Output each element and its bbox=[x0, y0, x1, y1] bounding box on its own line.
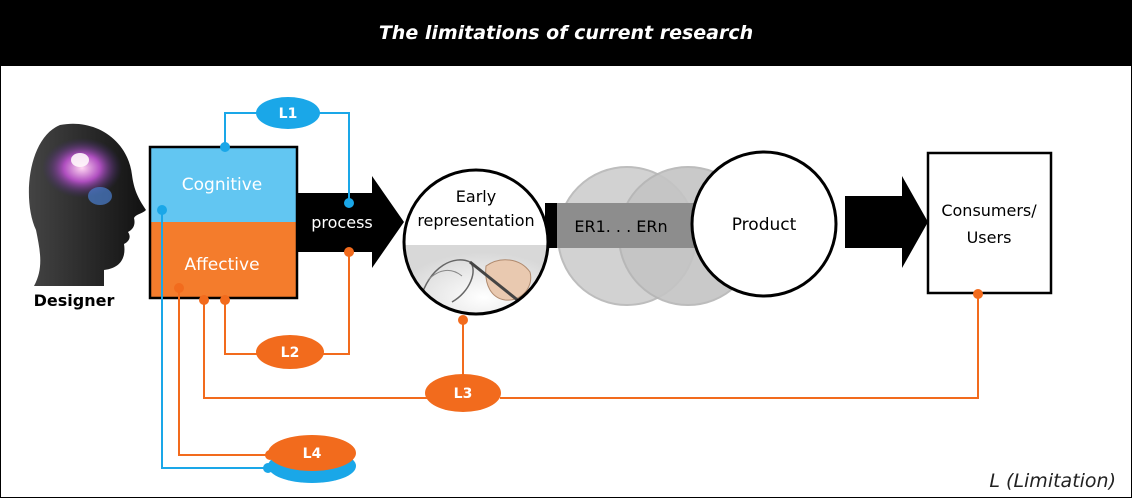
hand-sketching-image bbox=[404, 245, 548, 314]
affective-box bbox=[150, 222, 297, 298]
l1-badge bbox=[256, 97, 320, 129]
l2-badge bbox=[256, 335, 324, 369]
diagram-title: The limitations of current research bbox=[378, 22, 754, 44]
l2-connector bbox=[220, 247, 354, 355]
designer-head-icon bbox=[28, 123, 147, 286]
l1-connector bbox=[220, 112, 354, 208]
designer-label: Designer bbox=[34, 291, 115, 310]
consumers-line1: Consumers/ bbox=[941, 201, 1037, 220]
cognitive-label: Cognitive bbox=[182, 175, 262, 195]
legend-note: L (Limitation) bbox=[989, 470, 1116, 492]
consumers-box bbox=[926, 151, 1053, 295]
l3-label: L3 bbox=[454, 386, 473, 402]
early-representation-border bbox=[402, 168, 550, 316]
process-label: process bbox=[311, 213, 372, 232]
l3-badge bbox=[425, 374, 501, 412]
l1-label: L1 bbox=[279, 106, 298, 122]
cognitive-box bbox=[150, 147, 297, 222]
l2-label: L2 bbox=[281, 345, 300, 361]
l4-connector bbox=[157, 205, 275, 473]
consumers-line2: Users bbox=[967, 228, 1012, 247]
l4-label: L4 bbox=[303, 446, 322, 462]
er-label: ER1. . . ERn bbox=[574, 217, 667, 236]
process-arrow bbox=[297, 176, 404, 268]
er-band bbox=[557, 203, 707, 248]
title-bar: The limitations of current research bbox=[0, 0, 1132, 66]
l3-connector bbox=[199, 289, 983, 399]
product-label: Product bbox=[732, 215, 797, 235]
product-circle bbox=[690, 150, 838, 298]
affective-label: Affective bbox=[184, 255, 259, 275]
early-rep-line1: Early bbox=[456, 187, 496, 206]
product-arrow bbox=[845, 176, 928, 268]
l4-badge bbox=[268, 435, 356, 471]
early-rep-line2: representation bbox=[417, 211, 534, 230]
